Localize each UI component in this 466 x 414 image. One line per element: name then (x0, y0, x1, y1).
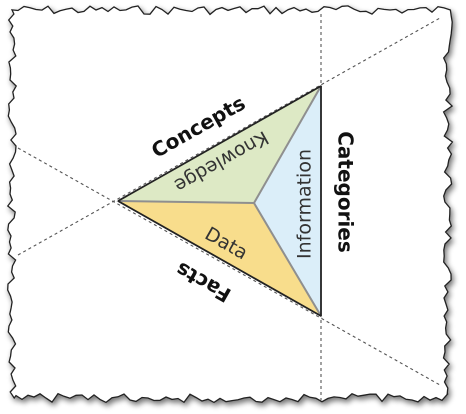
spoke-information-data (253, 202, 322, 317)
categories-label: Categories (334, 131, 358, 253)
information-label: Information (294, 149, 316, 259)
facts-extension-line (17, 147, 441, 386)
spoke-knowledge-data (117, 200, 255, 204)
spoke-knowledge-information (253, 85, 322, 204)
concepts-extension-line (17, 17, 441, 256)
facts-edge (117, 200, 322, 317)
concepts-edge (117, 85, 322, 202)
